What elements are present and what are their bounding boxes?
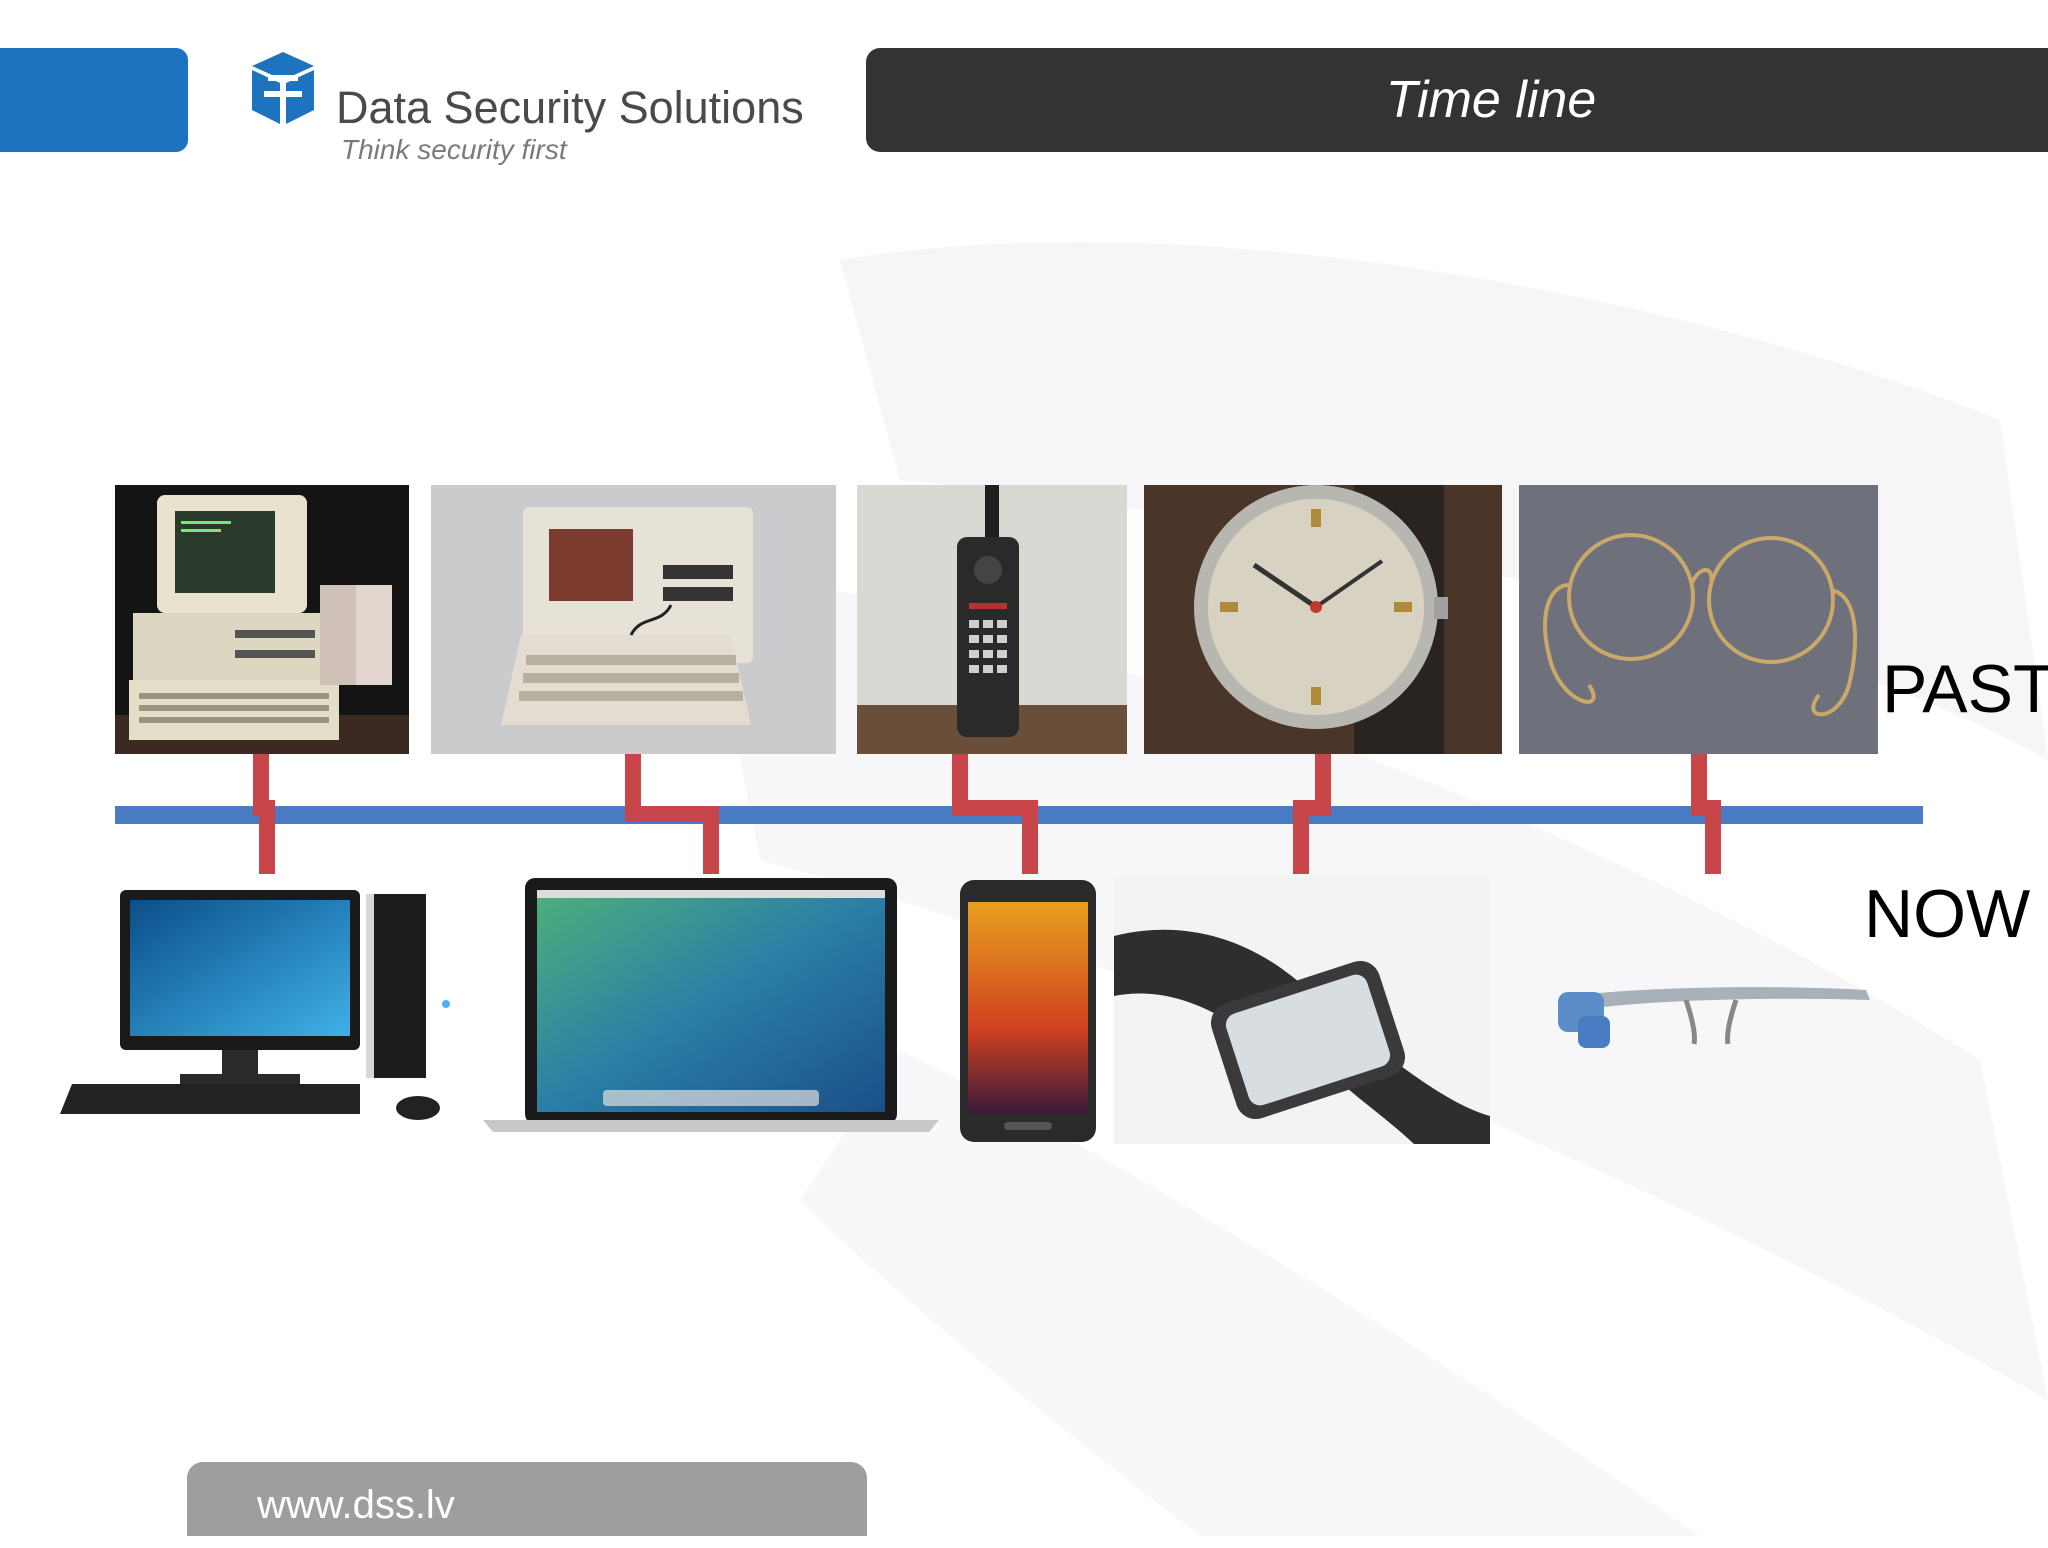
- page-title: Time line: [1385, 71, 1597, 129]
- brand-tab: [0, 48, 188, 152]
- past-item-1: [115, 485, 409, 754]
- ibm-portable-image: [431, 485, 836, 754]
- connector-4: [1293, 754, 1331, 874]
- now-item-1: [60, 874, 480, 1134]
- wristwatch-image: [1144, 485, 1502, 754]
- eyeglasses-image: [1519, 485, 1878, 754]
- google-glass-image: [1558, 987, 1870, 1048]
- past-item-5: [1519, 485, 1878, 754]
- website-link[interactable]: www.dss.lv: [257, 1483, 455, 1527]
- company-logo: Data Security Solutions Think security f…: [246, 48, 826, 168]
- now-item-3: [958, 874, 1098, 1144]
- past-item-4: [1144, 485, 1502, 754]
- dss-logo-icon: [252, 52, 314, 124]
- past-label: PAST: [1882, 651, 2048, 727]
- smartwatch-image: [1114, 876, 1490, 1144]
- logo-name: Data Security Solutions: [336, 82, 804, 133]
- logo-tagline: Think security first: [341, 134, 567, 165]
- footer-bar: www.dss.lv: [187, 1462, 867, 1536]
- past-item-2: [431, 485, 836, 754]
- title-bar: Time line: [866, 48, 2048, 152]
- connector-2: [625, 754, 719, 874]
- connector-3: [952, 744, 1038, 874]
- now-label: NOW: [1864, 876, 2031, 952]
- desktop-computer-image: [60, 890, 450, 1120]
- connector-1: [253, 754, 275, 874]
- past-item-3: [857, 485, 1127, 754]
- smartphone-image: [960, 880, 1096, 1142]
- now-item-5: [1556, 978, 1872, 1050]
- ibm-pc-image: [115, 495, 409, 754]
- connector-5: [1691, 754, 1721, 874]
- macbook-image: [483, 878, 939, 1132]
- now-item-2: [483, 874, 939, 1134]
- brick-phone-image: [857, 485, 1127, 754]
- now-item-4: [1114, 876, 1490, 1144]
